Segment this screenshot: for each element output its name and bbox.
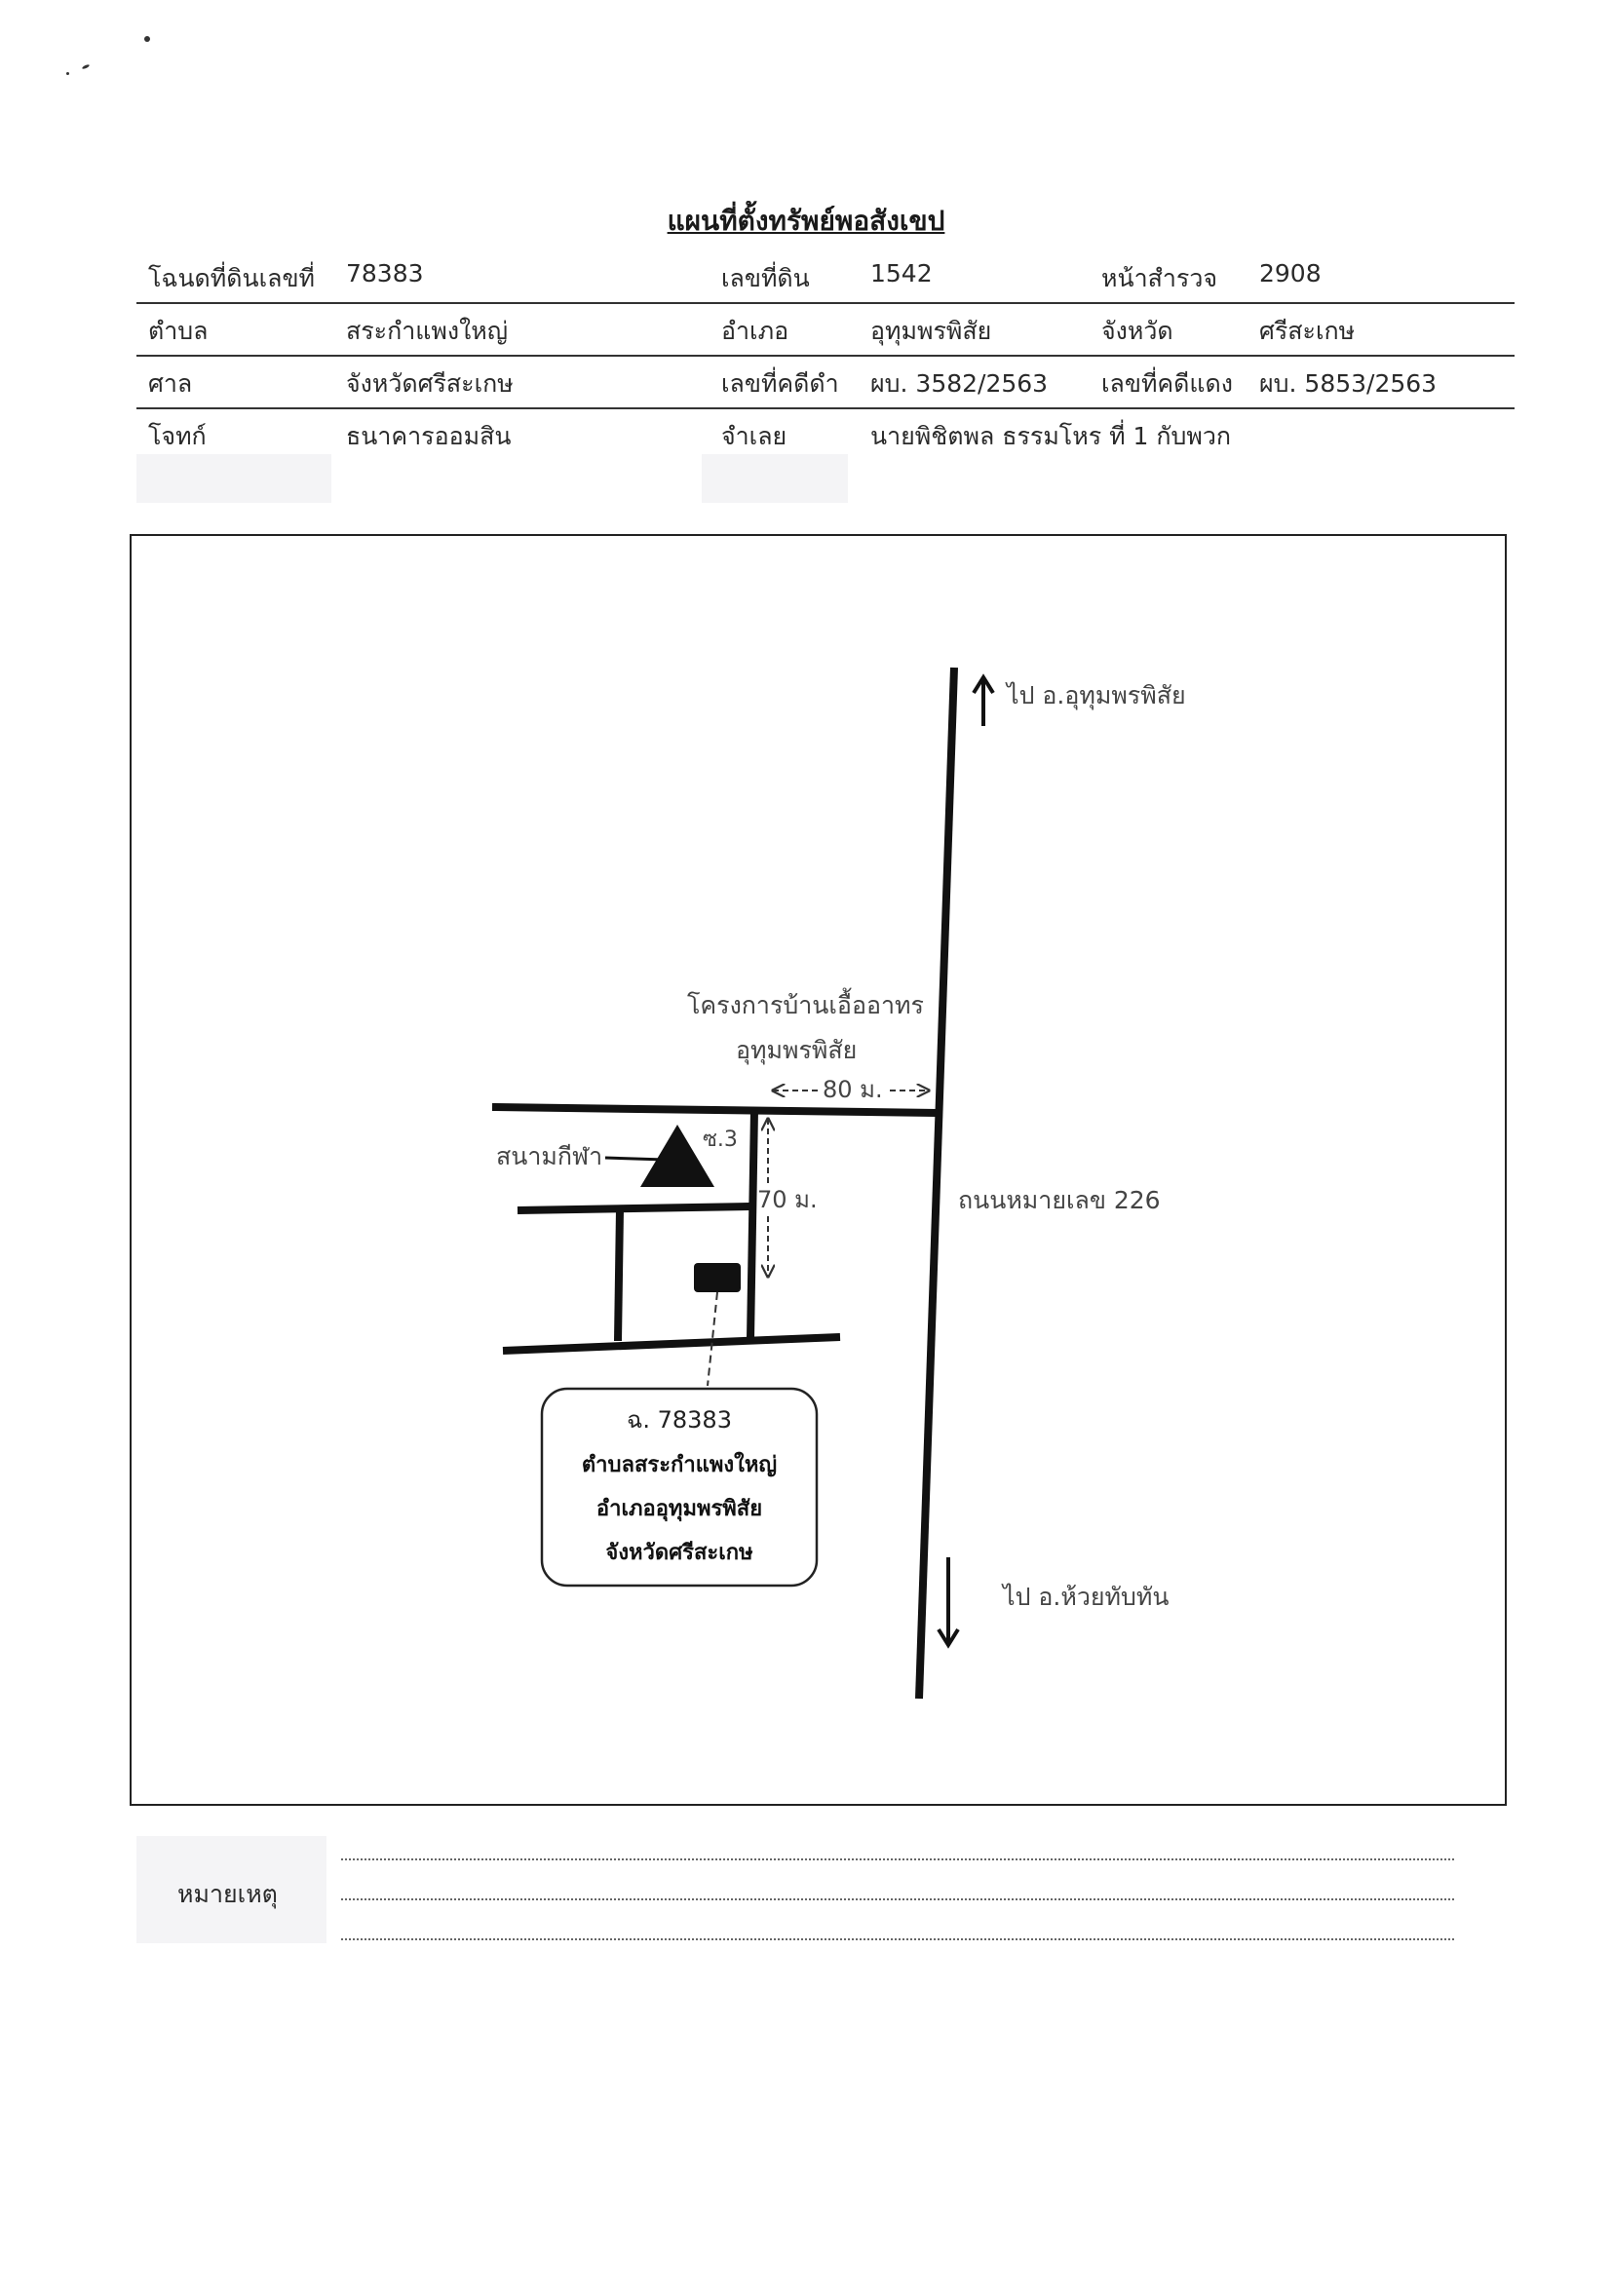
province-value: ศรีสะเกษ — [1259, 317, 1356, 345]
province-label: จังหวัด — [1101, 317, 1173, 345]
survey-label: หน้าสำรวจ — [1101, 264, 1218, 292]
remark-line — [341, 1858, 1454, 1860]
info-row-parties: โจทก์ ธนาคารออมสิน จำเลย นายพิชิตพล ธรรม… — [136, 409, 1515, 462]
soi-road-top — [491, 1103, 939, 1117]
callout-deed: ฉ. 78383 — [627, 1406, 732, 1434]
remark-line — [341, 1898, 1454, 1900]
location-map: ไป อ.อุทุมพรพิสัย ไป อ.ห้วยทับทัน โครงกา… — [130, 534, 1507, 1806]
side-road-bottom — [502, 1333, 841, 1355]
callout-district: อำเภออุทุมพรพิสัย — [596, 1497, 762, 1522]
remark-line — [341, 1938, 1454, 1940]
deed-label: โฉนดที่ดินเลขที่ — [148, 264, 316, 292]
district-label: อำเภอ — [721, 317, 789, 345]
shade-block — [136, 1836, 326, 1943]
court-label: ศาล — [148, 369, 193, 398]
scan-speck — [144, 36, 150, 42]
shade-block — [702, 454, 848, 503]
land-no-value: 1542 — [870, 259, 933, 287]
project-label-line1: โครงการบ้านเอื้ออาทร — [687, 987, 924, 1019]
stadium-pointer — [604, 1156, 667, 1162]
shade-block — [136, 454, 331, 503]
info-row-deed: โฉนดที่ดินเลขที่ 78383 เลขที่ดิน 1542 หน… — [136, 251, 1515, 304]
highway-road — [915, 667, 958, 1700]
distance-70-label: 70 ม. — [757, 1186, 818, 1213]
subdistrict-label: ตำบล — [148, 317, 209, 345]
red-case-value: ผบ. 5853/2563 — [1259, 369, 1438, 398]
survey-value: 2908 — [1259, 259, 1322, 287]
black-case-value: ผบ. 3582/2563 — [870, 369, 1049, 398]
info-row-court: ศาล จังหวัดศรีสะเกษ เลขที่คดีดำ ผบ. 3582… — [136, 357, 1515, 409]
property-marker — [694, 1263, 741, 1292]
soi-3-road — [747, 1109, 758, 1340]
plaintiff-label: โจทก์ — [148, 422, 207, 450]
property-callout-box — [540, 1387, 819, 1588]
info-row-location: ตำบล สระกำแพงใหญ่ อำเภอ อุทุมพรพิสัย จัง… — [136, 304, 1515, 357]
plaintiff-value: ธนาคารออมสิน — [346, 422, 512, 450]
property-leader-line — [707, 1291, 718, 1387]
subdistrict-value: สระกำแพงใหญ่ — [346, 317, 509, 345]
north-direction-label: ไป อ.อุทุมพรพิสัย — [1005, 681, 1186, 710]
north-arrow-icon — [972, 673, 995, 726]
south-arrow-icon — [937, 1557, 960, 1649]
side-road-middle — [517, 1203, 750, 1214]
remark-label: หมายเหตุ — [177, 1880, 278, 1908]
stadium-triangle-icon — [640, 1125, 714, 1187]
page-title: แผนที่ตั้งทรัพย์พอสังเขป — [667, 205, 945, 237]
scan-speck — [81, 63, 91, 70]
land-no-label: เลขที่ดิน — [721, 264, 810, 292]
project-label-line2: อุทุมพรพิสัย — [736, 1036, 857, 1065]
defendant-label: จำเลย — [721, 422, 787, 450]
deed-value: 78383 — [346, 259, 424, 287]
defendant-value: นายพิชิตพล ธรรมโหร ที่ 1 กับพวก — [870, 422, 1232, 450]
info-table: โฉนดที่ดินเลขที่ 78383 เลขที่ดิน 1542 หน… — [136, 251, 1515, 462]
callout-subdistrict: ตำบลสระกำแพงใหญ่ — [582, 1451, 777, 1477]
callout-province: จังหวัดศรีสะเกษ — [605, 1541, 753, 1565]
district-value: อุทุมพรพิสัย — [870, 317, 992, 345]
soi-3-label: ซ.3 — [703, 1128, 738, 1152]
scan-speck — [66, 72, 69, 75]
stadium-label: สนามกีฬา — [496, 1142, 602, 1170]
side-road-connector — [614, 1208, 624, 1342]
court-value: จังหวัดศรีสะเกษ — [346, 369, 514, 398]
south-direction-label: ไป อ.ห้วยทับทัน — [1001, 1583, 1169, 1611]
distance-80-label: 80 ม. — [823, 1076, 883, 1103]
black-case-label: เลขที่คดีดำ — [721, 369, 839, 398]
highway-label: ถนนหมายเลข 226 — [958, 1186, 1161, 1214]
red-case-label: เลขที่คดีแดง — [1101, 369, 1233, 398]
